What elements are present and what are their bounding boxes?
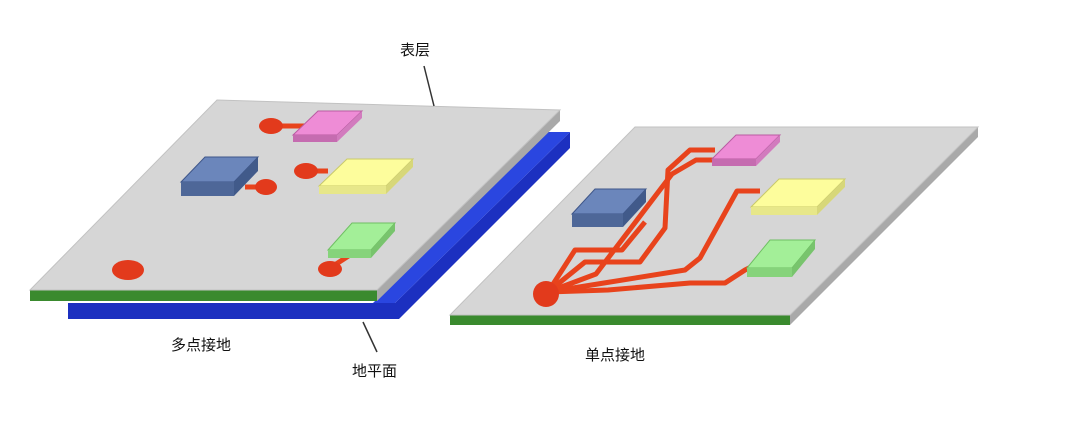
multi-point-ground-label: 多点接地: [171, 336, 231, 354]
single-ground-point: [533, 281, 559, 307]
chip-pink: [710, 134, 782, 166]
ground-plane-icon: [68, 132, 570, 319]
chip-blue: [179, 156, 260, 196]
multi-point-board-assembly: [28, 99, 570, 319]
surface-layer-leader: [423, 65, 435, 107]
ground-pad: [112, 260, 144, 280]
chip-blue: [570, 188, 648, 227]
chip-yellow: [749, 178, 847, 215]
ground-pad: [245, 179, 277, 195]
surface-layer-label: 表层: [400, 41, 430, 59]
ground-plane-label: 地平面: [352, 362, 397, 380]
ground-pad: [259, 118, 305, 134]
pcb-board-singlepoint: [448, 126, 980, 325]
single-point-ground-label: 单点接地: [585, 346, 645, 364]
single-point-board-assembly: [448, 126, 980, 325]
chip-green: [745, 239, 817, 277]
chip-green: [326, 222, 397, 258]
ground-plane-leader: [362, 321, 378, 353]
chip-yellow: [317, 158, 415, 194]
ground-traces: [545, 147, 760, 295]
pcb-board-multipoint: [28, 99, 562, 301]
ground-pad: [294, 163, 328, 179]
chip-pink: [291, 110, 364, 142]
